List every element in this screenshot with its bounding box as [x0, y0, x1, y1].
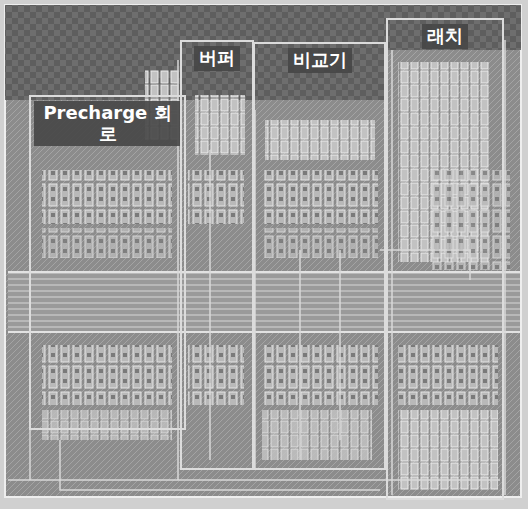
- region-label: 비교기: [288, 48, 352, 73]
- circuit-region: 래치: [386, 18, 504, 500]
- region-label: 버퍼: [194, 46, 240, 71]
- circuit-region: 비교기: [253, 42, 386, 470]
- region-label: Precharge 회로: [34, 101, 181, 146]
- circuit-region: 버퍼: [180, 40, 254, 470]
- circuit-region: Precharge 회로: [29, 95, 186, 430]
- region-label: 래치: [422, 24, 468, 49]
